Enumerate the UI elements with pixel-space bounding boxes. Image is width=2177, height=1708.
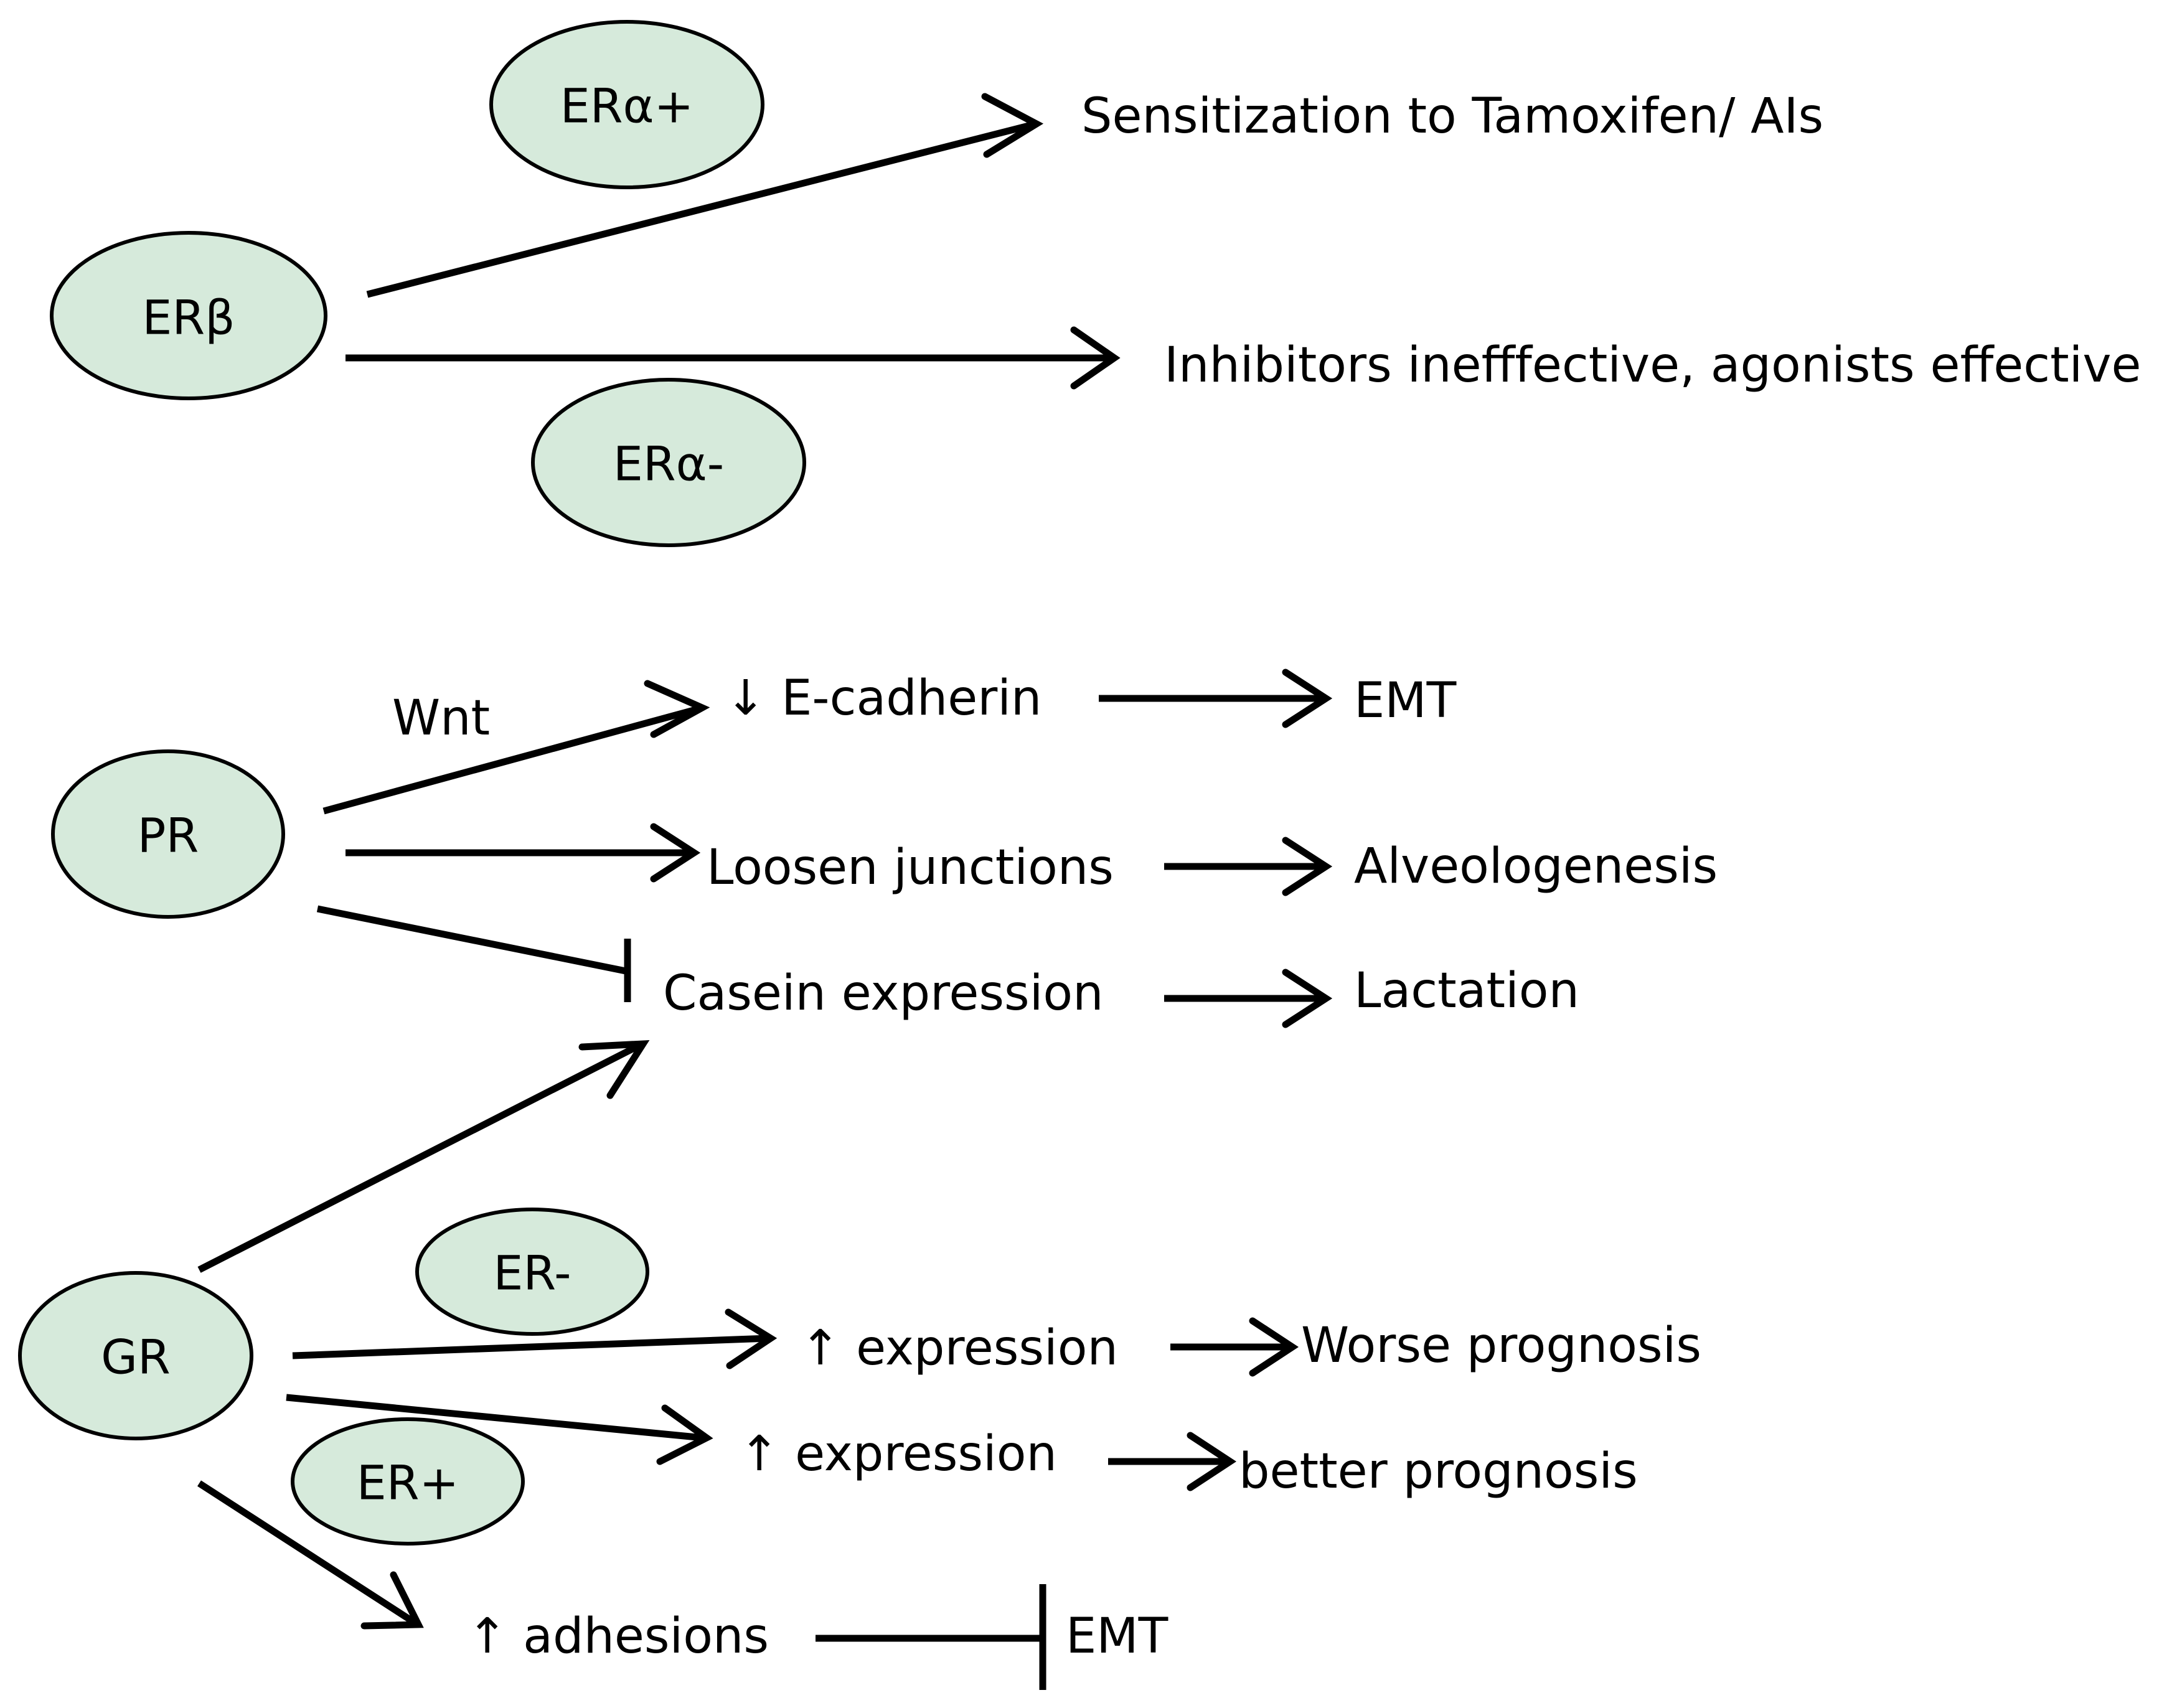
edge-ecadherin-emt xyxy=(1099,669,1333,728)
edge-gr-expression-erpos xyxy=(286,1394,713,1465)
label-emt-2: EMT xyxy=(1066,1608,1168,1664)
label-casein-expression: Casein expression xyxy=(663,965,1104,1021)
label-alveologenesis: Alveologenesis xyxy=(1354,838,1718,894)
node-er-beta: ERβ xyxy=(50,231,327,400)
edge-adhesions-inhibits-emt xyxy=(816,1584,1046,1690)
node-er-alpha-neg-label: ERα- xyxy=(613,436,724,492)
label-wnt: Wnt xyxy=(392,690,490,746)
edge-pr-inhibits-casein xyxy=(316,905,631,1002)
label-emt-1: EMT xyxy=(1354,673,1457,729)
label-inhibitors: Inhibitors inefffective, agonists effect… xyxy=(1164,337,2141,393)
edge-pr-ecadherin xyxy=(322,680,710,815)
label-better-prognosis: better prognosis xyxy=(1239,1443,1638,1499)
label-expression-up-2: ↑ expression xyxy=(739,1426,1057,1482)
node-pr: PR xyxy=(51,749,285,919)
edge-erbeta-sensitization xyxy=(366,93,1044,298)
label-e-cadherin: ↓ E-cadherin xyxy=(725,670,1041,726)
node-er-neg: ER- xyxy=(415,1208,649,1336)
node-er-alpha-pos-label: ERα+ xyxy=(560,78,694,134)
node-er-alpha-neg: ERα- xyxy=(531,378,806,547)
label-expression-up-1: ↑ expression xyxy=(800,1320,1118,1376)
edge-loosen-alveologenesis xyxy=(1164,837,1333,896)
node-er-pos: ER+ xyxy=(291,1417,525,1546)
edge-expression-worse xyxy=(1170,1317,1299,1377)
edge-gr-expression-erneg xyxy=(292,1308,778,1369)
node-er-pos-label: ER+ xyxy=(357,1455,459,1511)
edge-gr-adhesions xyxy=(197,1480,424,1630)
edge-erbeta-inhibitors xyxy=(346,326,1121,390)
node-gr: GR xyxy=(18,1271,253,1440)
label-loosen-junctions: Loosen junctions xyxy=(707,840,1114,896)
node-er-beta-label: ERβ xyxy=(142,290,235,345)
edge-casein-lactation xyxy=(1164,969,1333,1028)
node-gr-label: GR xyxy=(101,1330,171,1385)
edge-gr-casein xyxy=(197,1039,650,1273)
edge-expression-better xyxy=(1108,1432,1237,1491)
node-er-alpha-pos: ERα+ xyxy=(489,20,764,189)
node-pr-label: PR xyxy=(138,808,199,863)
node-er-neg-label: ER- xyxy=(493,1246,571,1301)
label-adhesions-up: ↑ adhesions xyxy=(467,1608,769,1664)
label-sensitization: Sensitization to Tamoxifen/ AIs xyxy=(1081,88,1823,144)
label-worse-prognosis: Worse prognosis xyxy=(1301,1318,1701,1374)
edge-pr-loosen xyxy=(346,823,701,883)
label-lactation: Lactation xyxy=(1354,963,1579,1019)
